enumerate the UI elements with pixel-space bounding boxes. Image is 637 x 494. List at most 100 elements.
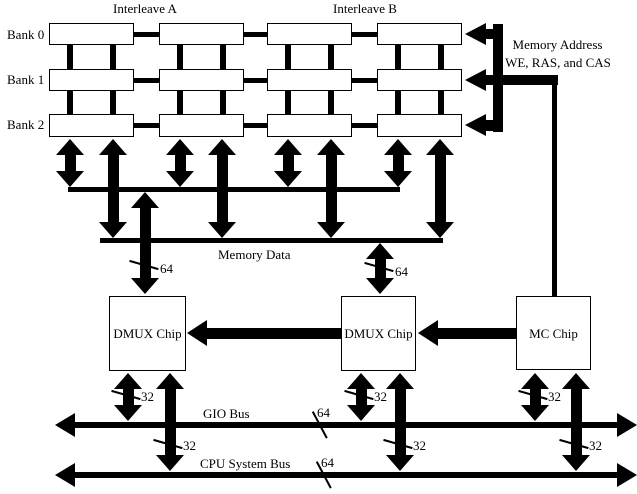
mc-to-dmux2-shaft xyxy=(436,328,516,339)
mc-gio-arrow-shaft xyxy=(530,387,541,407)
cpu-system-bus-label: CPU System Bus xyxy=(200,456,291,471)
bank-data-arrow-down-arrowhead xyxy=(317,222,345,238)
module-v-connector xyxy=(110,45,116,69)
bus-width-32-label: 32 xyxy=(413,438,426,453)
bus-width-64-label: 64 xyxy=(321,455,334,470)
module-h-connector xyxy=(352,32,377,37)
module-v-connector xyxy=(67,45,73,69)
module-v-connector xyxy=(67,91,73,114)
bus-width-32-label: 32 xyxy=(141,389,154,404)
bus-width-64-label: 64 xyxy=(317,405,330,420)
we-ras-cas-label: WE, RAS, and CAS xyxy=(505,55,611,70)
dmux-chip-1: DMUX Chip xyxy=(109,296,186,371)
bank-data-arrow-shaft xyxy=(393,153,404,173)
mc-gio-arrow-up-arrowhead xyxy=(521,373,549,389)
gio-bus-right-arrowhead xyxy=(617,413,637,437)
bank-data-arrow-down-arrowhead xyxy=(274,171,302,187)
mc-to-dmux2-arrowhead xyxy=(418,320,438,346)
bank-data-arrow-shaft xyxy=(435,153,446,224)
bus-width-32-label: 32 xyxy=(183,438,196,453)
memory-module xyxy=(377,114,462,137)
module-v-connector xyxy=(177,45,183,69)
mc-chip: MC Chip xyxy=(516,296,591,370)
module-h-connector xyxy=(134,32,159,37)
bank-data-arrow-up-arrowhead xyxy=(56,139,84,155)
module-v-connector xyxy=(220,91,226,114)
bank-data-arrow-up-arrowhead xyxy=(274,139,302,155)
address-arrowhead-bank0 xyxy=(465,23,486,45)
interleave-b-label: Interleave B xyxy=(333,1,397,16)
dmux2-gio-arrow-down-arrowhead xyxy=(347,405,375,421)
memory-data-bus-upper xyxy=(68,187,400,192)
dmux1-cpu-arrow-down-arrowhead xyxy=(156,455,184,471)
bank-data-arrow-down-arrowhead xyxy=(208,222,236,238)
dmux2-cpu-arrow-down-arrowhead xyxy=(386,455,414,471)
bank-data-arrow-shaft xyxy=(283,153,294,173)
memory-module xyxy=(267,114,352,137)
bank-data-arrow-down-arrowhead xyxy=(384,171,412,187)
module-v-connector xyxy=(110,91,116,114)
module-v-connector xyxy=(328,91,334,114)
dmux2-gio-arrow-shaft xyxy=(356,387,367,407)
gio-bus-left-arrowhead xyxy=(55,413,75,437)
module-h-connector xyxy=(352,78,377,83)
module-h-connector xyxy=(134,78,159,83)
gio-bus-label: GIO Bus xyxy=(203,406,250,421)
module-v-connector xyxy=(220,45,226,69)
memory-module xyxy=(377,23,462,45)
module-v-connector xyxy=(395,91,401,114)
bank-data-arrow-up-arrowhead xyxy=(426,139,454,155)
dmux1-gio-arrow-shaft xyxy=(123,387,134,407)
dmux1-gio-arrow-up-arrowhead xyxy=(114,373,142,389)
bank-data-arrow-shaft xyxy=(65,153,76,173)
dmux1-cpu-arrow-up-arrowhead xyxy=(156,373,184,389)
address-arrowhead-bank2 xyxy=(465,114,486,136)
bank-data-arrow-up-arrowhead xyxy=(384,139,412,155)
module-v-connector xyxy=(438,91,444,114)
dmux1-64-arrow-shaft xyxy=(140,206,151,280)
bus-width-32-label: 32 xyxy=(548,389,561,404)
module-h-connector xyxy=(134,123,159,128)
dmux2-gio-arrow-up-arrowhead xyxy=(347,373,375,389)
bus-width-64-label: 64 xyxy=(160,261,173,276)
dmux-chip-2: DMUX Chip xyxy=(341,296,416,371)
mc-cpu-arrow-up-arrowhead xyxy=(562,373,590,389)
bus-width-32-label: 32 xyxy=(589,438,602,453)
mc-address-line xyxy=(552,85,557,296)
module-v-connector xyxy=(285,91,291,114)
bus-width-64-label: 64 xyxy=(395,264,408,279)
mc-gio-arrow-down-arrowhead xyxy=(521,405,549,421)
module-v-connector xyxy=(395,45,401,69)
memory-module xyxy=(377,69,462,91)
cpu-bus-left-arrowhead xyxy=(55,463,75,487)
memory-module xyxy=(159,23,244,45)
memory-module xyxy=(267,69,352,91)
bank-data-arrow-down-arrowhead xyxy=(56,171,84,187)
module-v-connector xyxy=(177,91,183,114)
memory-address-label: Memory Address xyxy=(512,37,603,52)
module-v-connector xyxy=(438,45,444,69)
cpu-bus-right-arrowhead xyxy=(617,463,637,487)
memory-module xyxy=(49,114,134,137)
dmux2-64-arrow-down-arrowhead xyxy=(366,278,394,294)
bank-2-label: Bank 2 xyxy=(7,117,45,132)
dmux2-cpu-arrow-up-arrowhead xyxy=(386,373,414,389)
module-v-connector xyxy=(328,45,334,69)
cpu-bus-line xyxy=(72,472,620,478)
memory-module xyxy=(267,23,352,45)
module-h-connector xyxy=(244,123,267,128)
address-vertical-bus xyxy=(493,24,503,132)
bank-data-arrow-up-arrowhead xyxy=(99,139,127,155)
dmux2-64-arrow-shaft xyxy=(375,257,386,280)
module-v-connector xyxy=(285,45,291,69)
dmux1-64-arrow-up-arrowhead xyxy=(131,192,159,208)
bank-data-arrow-up-arrowhead xyxy=(317,139,345,155)
memory-module xyxy=(159,69,244,91)
gio-bus-line xyxy=(72,422,620,428)
memory-data-bus-lower xyxy=(100,238,443,243)
dmux2-to-dmux1-arrowhead xyxy=(187,320,207,346)
bank-1-label: Bank 1 xyxy=(7,72,45,87)
dmux1-64-arrow-down-arrowhead xyxy=(131,278,159,294)
module-h-connector xyxy=(244,78,267,83)
module-h-connector xyxy=(352,123,377,128)
